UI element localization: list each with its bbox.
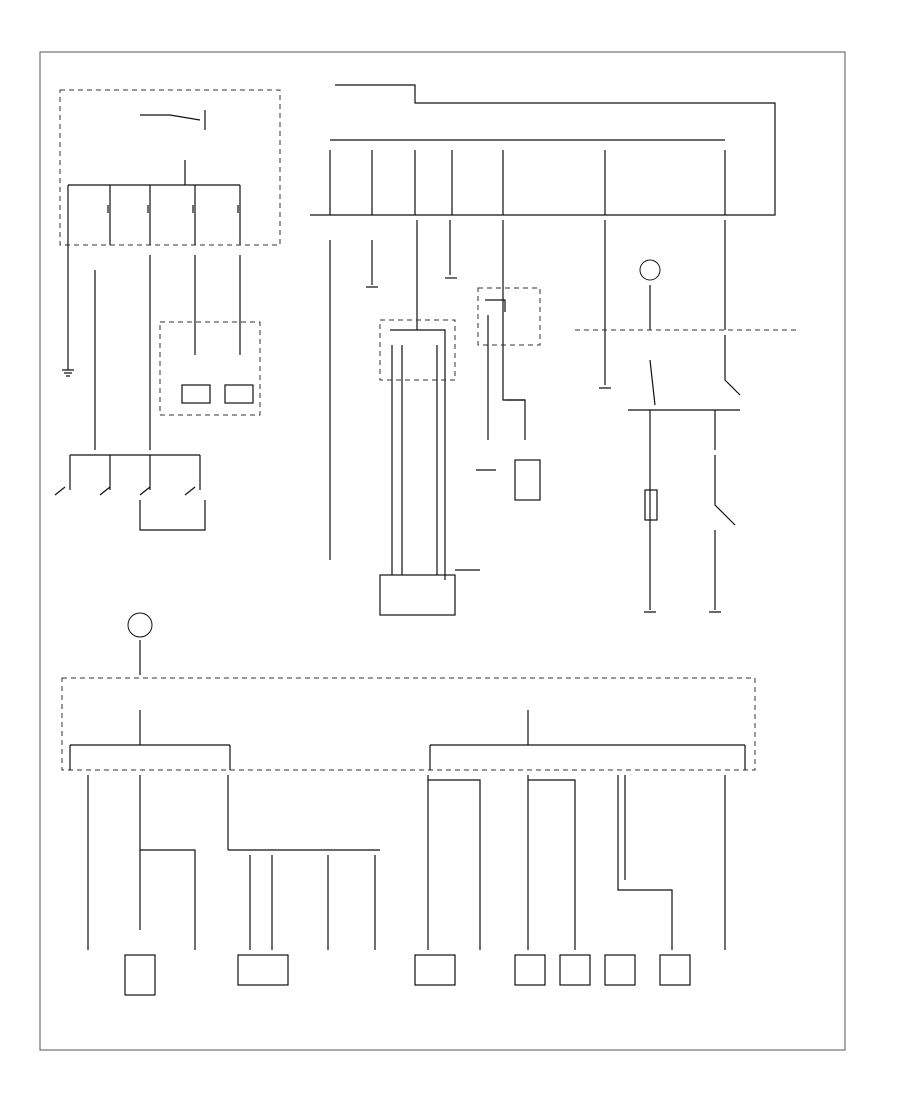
underhood-fuse-box-section <box>54 89 281 531</box>
page-frame <box>39 51 846 1051</box>
fuse-relay-block-section <box>310 84 800 616</box>
dashboard-fuse-box-section <box>61 612 756 996</box>
